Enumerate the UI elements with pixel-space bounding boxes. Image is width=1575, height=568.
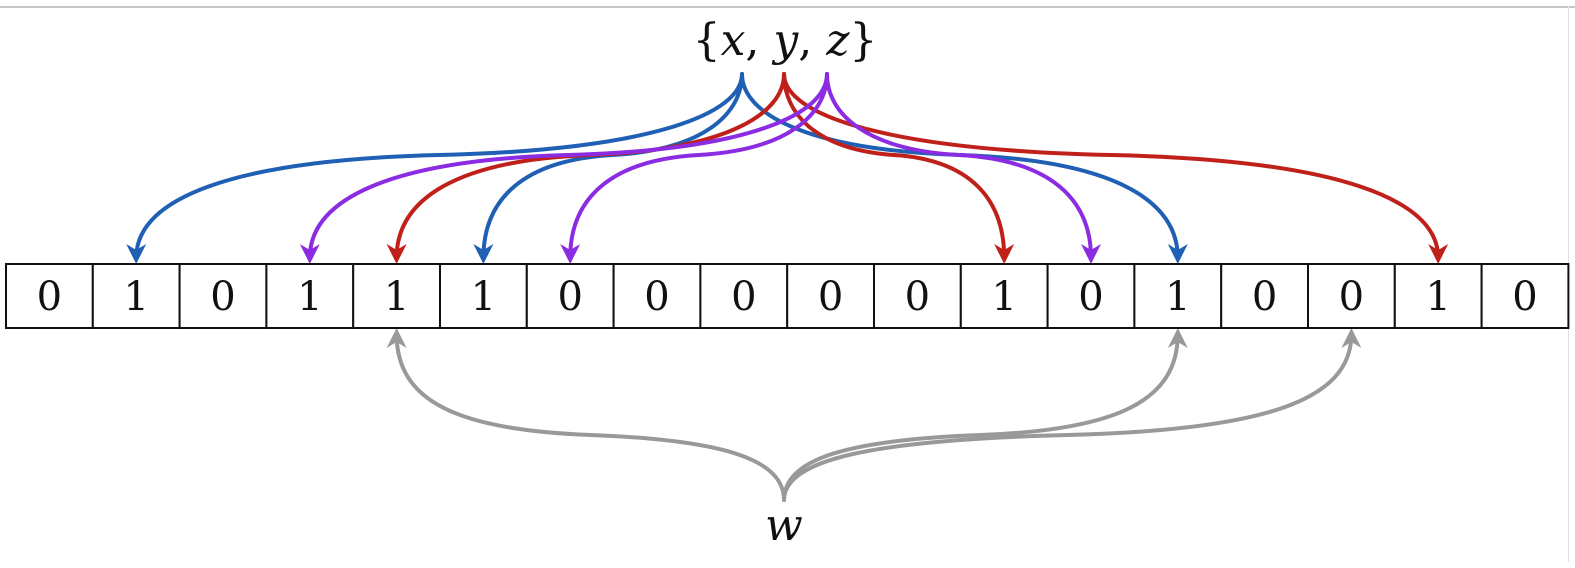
bit-cell: 0 [786,263,876,329]
bit-value: 0 [1078,274,1103,320]
bit-cell: 1 [439,263,528,329]
set-element-x: x [721,15,746,66]
bit-value: 0 [1339,274,1364,320]
bit-array: 0 1 0 1 1 1 0 0 0 0 0 1 0 1 0 0 1 0 [5,263,1570,329]
hash-arrow-w-to-cell-15 [782,328,1362,502]
bit-cell: 1 [959,263,1049,329]
bit-value: 1 [991,274,1016,320]
bit-cell: 0 [178,263,268,329]
bit-cell: 0 [525,263,615,329]
bit-cell-box [873,263,962,329]
hash-arrow-w-to-cell-4 [386,328,786,502]
bit-cell: 0 [5,263,94,329]
hash-arrow-z-to-cell-12 [825,72,1101,264]
set-element-y: y [771,15,799,66]
set-open-brace: { [693,15,721,66]
bit-cell-box [1393,263,1483,329]
bit-cell: 0 [873,263,962,329]
bit-cell-box [91,263,181,329]
hash-arrow-z-to-cell-6 [560,72,829,264]
hash-arrows [126,72,1449,502]
bit-value: 0 [905,274,930,320]
set-close-brace: } [849,15,877,66]
query-label-w: w [765,500,803,551]
hash-arrow-x-to-cell-13 [740,72,1188,264]
bit-value: 1 [123,274,148,320]
bit-cell: 1 [1133,263,1223,329]
bit-cell: 1 [1393,263,1483,329]
bit-value: 0 [1512,274,1537,320]
bit-cell-box [265,263,355,329]
bit-value: 0 [731,274,756,320]
bit-cell-box [959,263,1049,329]
bit-cell-box [1307,263,1396,329]
hash-arrow-y-to-cell-16 [782,72,1449,264]
set-separator-1: , [745,15,773,66]
bit-value: 1 [471,274,496,320]
set-label: {x, y, z} [693,15,878,66]
bit-cell: 0 [699,263,789,329]
bit-cell: 1 [91,263,181,329]
hash-arrow-z-to-cell-3 [299,72,829,264]
bit-value: 1 [1425,274,1450,320]
set-element-z: z [825,15,850,66]
bit-value: 1 [297,274,322,320]
bit-value: 0 [644,274,669,320]
frame-top-border [0,6,1575,8]
bit-cell: 1 [265,263,355,329]
bit-cell: 0 [1307,263,1396,329]
bit-value: 0 [818,274,843,320]
bit-cell-box [699,263,789,329]
bit-cell: 0 [612,263,702,329]
bit-cell-box [5,263,94,329]
bit-cell: 0 [1480,263,1570,329]
hash-arrow-w-to-cell-13 [782,328,1188,502]
hash-arrow-x-to-cell-5 [473,72,744,264]
hash-arrow-x-to-cell-1 [126,72,744,264]
bit-cell: 0 [1220,263,1309,329]
bit-cell: 0 [1046,263,1136,329]
set-separator-2: , [798,15,826,66]
bit-value: 0 [1252,274,1277,320]
bit-value: 0 [210,274,235,320]
bit-value: 0 [37,274,62,320]
bit-value: 1 [1165,274,1190,320]
bit-cell-box [786,263,876,329]
bit-cell: 1 [352,263,442,329]
bit-value: 1 [384,274,409,320]
hash-arrow-y-to-cell-11 [782,72,1015,264]
bit-value: 0 [557,274,582,320]
bit-cell-box [1480,263,1570,329]
bit-cell-box [612,263,702,329]
